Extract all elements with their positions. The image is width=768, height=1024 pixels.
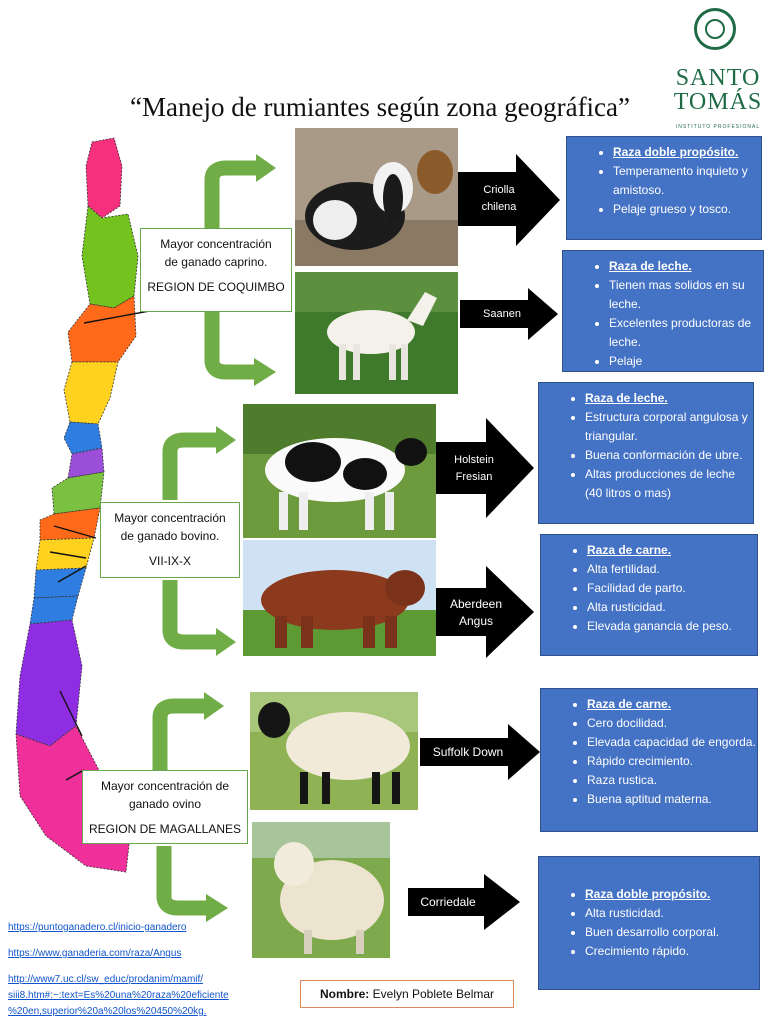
info-item: Buena conformación de ubre. [585,446,753,465]
logo-subtitle: INSTITUTO PROFESIONAL [675,124,761,130]
black-arrow-icon [408,874,520,930]
info-item: Raza de carne. [587,695,757,714]
info-item: Crecimiento rápido. [585,942,759,961]
zone-line: de ganado bovino. [120,529,220,543]
info-box-criolla: Raza doble propósito. Temperamento inqui… [566,136,762,240]
map-region-arica [85,137,123,219]
zone-region: REGION DE COQUIMBO [147,280,285,294]
info-item: Alta rusticidad. [585,904,759,923]
photo-suffolk-sheep [250,692,418,810]
zone-box-bovino: Mayor concentración de ganado bovino. VI… [100,502,240,578]
info-item: Pelaje [609,352,763,371]
info-item: Altas producciones de leche (40 litros o… [585,465,753,503]
black-arrow-icon [458,154,560,246]
info-item: Estructura corporal angulosa y triangula… [585,408,753,446]
source-link[interactable]: https://www.ganaderia.com/raza/Angus [8,948,182,959]
map-region-maule [39,507,101,541]
map-region-atacama [67,295,137,363]
breed-label-saanen: Saanen [483,308,521,320]
black-arrow-icon [436,418,534,518]
page-title: “Manejo de rumiantes según zona geográfi… [129,92,631,122]
info-item: Raza de leche. [585,389,753,408]
logo-seal-icon [694,8,736,50]
info-box-suffolk: Raza de carne. Cero docilidad. Elevada c… [540,688,758,832]
source-link[interactable]: https://puntoganadero.cl/inicio-ganadero [8,922,187,933]
zone-line: Mayor concentración de [100,779,230,793]
info-item: Buena aptitud materna. [587,790,757,809]
photo-saanen-goat [295,272,458,394]
info-item: Elevada capacidad de engorda. [587,733,757,752]
logo: SANTO TOMÁS [673,65,763,115]
info-item: Raza doble propósito. [613,143,761,162]
breed-label-corriedale: Corriedale [420,895,476,909]
map-region-santiago [67,447,105,479]
source-link-line[interactable]: siii8.htm#:~:text=Es%20una%20raza%20efic… [8,990,229,1001]
zone-box-caprino: Mayor concentración de ganado caprino. R… [140,228,292,312]
info-item: Alta rusticidad. [587,598,757,617]
zone-line: Mayor concentración [160,237,272,251]
info-item: Raza rustica. [587,771,757,790]
map-region-antofagasta [81,205,139,309]
zone-box-ovino: Mayor concentración de ganado ovino REGI… [82,770,248,844]
breed-label-suffolk: Suffolk Down [432,745,504,759]
info-item: Tienen mas solidos en su leche. [609,276,763,314]
source-link-line[interactable]: %20en,superior%20a%20los%20450%20kg. [8,1006,207,1017]
info-item: Temperamento inquieto y amistoso. [613,162,761,200]
map-region-coquimbo [63,361,119,425]
info-item: Cero docilidad. [587,714,757,733]
photo-angus-cow [243,540,436,656]
author-label: Nombre: [319,987,370,1001]
info-item: Pelaje grueso y tosco. [613,200,761,219]
author-name: Evelyn Poblete Belmar [372,987,495,1001]
photo-holstein-cow [243,404,436,538]
info-item: Excelentes productoras de leche. [609,314,763,352]
zone-line: Mayor concentración [114,511,226,525]
info-box-holstein: Raza de leche. Estructura corporal angul… [538,382,754,524]
black-arrow-icon [420,724,540,780]
author-box: Nombre: Evelyn Poblete Belmar [300,980,514,1008]
green-arrow-up-icon [204,160,258,228]
map-region-araucania [33,567,87,599]
black-arrow-icon [460,288,558,340]
info-item: Elevada ganancia de peso. [587,617,757,636]
zone-line: ganado ovino [128,797,202,811]
photo-criolla-goat [295,128,458,266]
info-box-corriedale: Raza doble propósito. Alta rusticidad. B… [538,856,760,990]
source-link-line[interactable]: http://www7.uc.cl/sw_educ/prodanim/mamif… [8,974,204,985]
photo-corriedale-sheep [252,822,390,958]
info-item: Raza de leche. [609,257,763,276]
map-region-rios [29,595,79,625]
info-item: Rápido crecimiento. [587,752,757,771]
green-arrow-up-icon [162,432,218,500]
info-item: Alta fertilidad. [587,560,757,579]
green-arrow-down-icon [162,580,218,650]
green-arrow-up-icon [152,698,206,770]
zone-line: de ganado caprino. [164,255,268,269]
info-item: Raza de carne. [587,541,757,560]
zone-region: VII-IX-X [148,554,191,568]
zone-region: REGION DE MAGALLANES [88,822,242,836]
info-item: Buen desarrollo corporal. [585,923,759,942]
info-item: Raza doble propósito. [585,885,759,904]
green-arrow-down-icon [156,846,208,916]
chile-map [15,137,156,873]
info-item: Facilidad de parto. [587,579,757,598]
black-arrow-icon [436,566,534,658]
source-link-uc[interactable]: http://www7.uc.cl/sw_educ/prodanim/mamif… [8,972,258,1020]
info-box-angus: Raza de carne. Alta fertilidad. Facilida… [540,534,758,656]
green-arrow-down-icon [204,312,256,380]
info-box-saanen: Raza de leche. Tienen mas solidos en su … [562,250,764,372]
